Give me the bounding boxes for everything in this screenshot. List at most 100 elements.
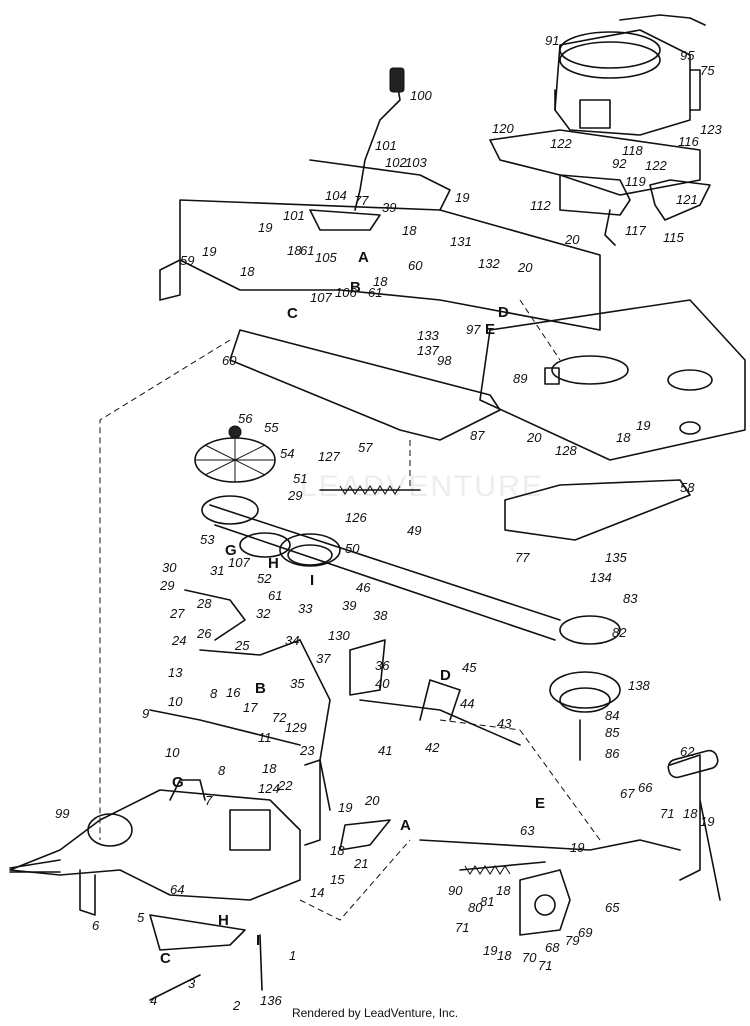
callout-83: 83: [623, 591, 638, 606]
callout-40: 40: [375, 676, 390, 691]
callout-61: 61: [300, 243, 314, 258]
callout-75: 75: [700, 63, 715, 78]
callout-18c: 18: [373, 274, 388, 289]
letter-b: B: [350, 279, 361, 296]
callout-77b: 77: [515, 550, 530, 565]
callout-102: 102: [385, 155, 407, 170]
callout-57: 57: [358, 440, 373, 455]
callout-10b: 10: [165, 745, 180, 760]
callout-107b: 107: [228, 555, 250, 570]
callout-70: 70: [522, 950, 537, 965]
callout-120: 120: [492, 121, 514, 136]
callout-10: 10: [168, 694, 183, 709]
shift-lever: [309, 67, 405, 231]
callout-71c: 71: [538, 958, 552, 973]
callout-4: 4: [150, 993, 157, 1008]
callout-95: 95: [680, 48, 695, 63]
callout-71: 71: [660, 806, 674, 821]
callout-54: 54: [280, 446, 294, 461]
callout-27: 27: [169, 606, 185, 621]
callout-9: 9: [142, 706, 149, 721]
callout-90: 90: [448, 883, 463, 898]
callout-62: 62: [680, 744, 695, 759]
callout-79: 79: [565, 933, 579, 948]
callout-36: 36: [375, 658, 390, 673]
callout-60b: 60: [222, 353, 237, 368]
callout-52: 52: [257, 571, 272, 586]
callout-115: 115: [663, 230, 684, 245]
callout-87: 87: [470, 428, 485, 443]
callout-19c: 19: [202, 244, 216, 259]
callout-45: 45: [462, 660, 477, 675]
callout-8: 8: [210, 686, 218, 701]
callout-39b: 39: [342, 598, 356, 613]
callout-91: 91: [545, 33, 559, 48]
callout-103: 103: [405, 155, 427, 170]
footer-credit: Rendered by LeadVenture, Inc.: [291, 1006, 459, 1020]
callout-133: 133: [417, 328, 439, 343]
callout-18i: 18: [496, 883, 511, 898]
callout-46: 46: [356, 580, 371, 595]
callout-18: 18: [402, 223, 417, 238]
callout-33: 33: [298, 601, 313, 616]
callout-71b: 71: [455, 920, 469, 935]
callout-20d: 20: [364, 793, 380, 808]
callout-51: 51: [293, 471, 307, 486]
callout-20c: 20: [526, 430, 542, 445]
callout-128: 128: [555, 443, 577, 458]
callout-5: 5: [137, 910, 145, 925]
callout-28: 28: [196, 596, 212, 611]
callout-37: 37: [316, 651, 331, 666]
callout-105: 105: [315, 250, 337, 265]
brake-pedal: [419, 749, 721, 936]
callout-80: 80: [468, 900, 483, 915]
callout-99: 99: [55, 806, 69, 821]
callout-20: 20: [564, 232, 580, 247]
callout-101b: 101: [283, 208, 305, 223]
callout-86: 86: [605, 746, 620, 761]
callout-61c: 61: [268, 588, 282, 603]
callout-65: 65: [605, 900, 620, 915]
callout-23: 23: [299, 743, 315, 758]
callout-18d: 18: [240, 264, 255, 279]
callout-19b: 19: [258, 220, 272, 235]
callout-135: 135: [605, 550, 627, 565]
callout-19f: 19: [700, 814, 714, 829]
callout-20b: 20: [517, 260, 533, 275]
callout-137: 137: [417, 343, 439, 358]
callout-122b: 122: [645, 158, 667, 173]
letter-i2: I: [256, 932, 260, 949]
callout-18f: 18: [262, 761, 277, 776]
callout-64: 64: [170, 882, 184, 897]
letter-a: A: [358, 249, 369, 266]
letter-c2: C: [160, 950, 171, 967]
callout-3: 3: [188, 976, 196, 991]
letter-d: D: [498, 304, 509, 321]
callout-112: 112: [530, 198, 551, 213]
callout-117: 117: [625, 223, 646, 238]
callout-19h: 19: [483, 943, 497, 958]
callout-43: 43: [497, 716, 512, 731]
callout-21: 21: [353, 856, 368, 871]
callout-19g: 19: [570, 840, 584, 855]
callout-32: 32: [256, 606, 271, 621]
letter-h: H: [268, 555, 279, 572]
callout-19e: 19: [338, 800, 352, 815]
letter-a2: A: [400, 817, 411, 834]
callout-7: 7: [205, 793, 213, 808]
reference-letters: A B C D E G H I A B C D E G H I: [160, 249, 545, 967]
callout-98: 98: [437, 353, 452, 368]
callout-18e: 18: [616, 430, 631, 445]
callout-18h: 18: [683, 806, 698, 821]
letter-d2: D: [440, 667, 451, 684]
callout-29: 29: [287, 488, 302, 503]
letter-e: E: [485, 321, 495, 338]
callout-67: 67: [620, 786, 635, 801]
letter-b2: B: [255, 680, 266, 697]
callout-1: 1: [289, 948, 296, 963]
callout-6: 6: [92, 918, 100, 933]
callout-101: 101: [375, 138, 397, 153]
callout-132: 132: [478, 256, 500, 271]
